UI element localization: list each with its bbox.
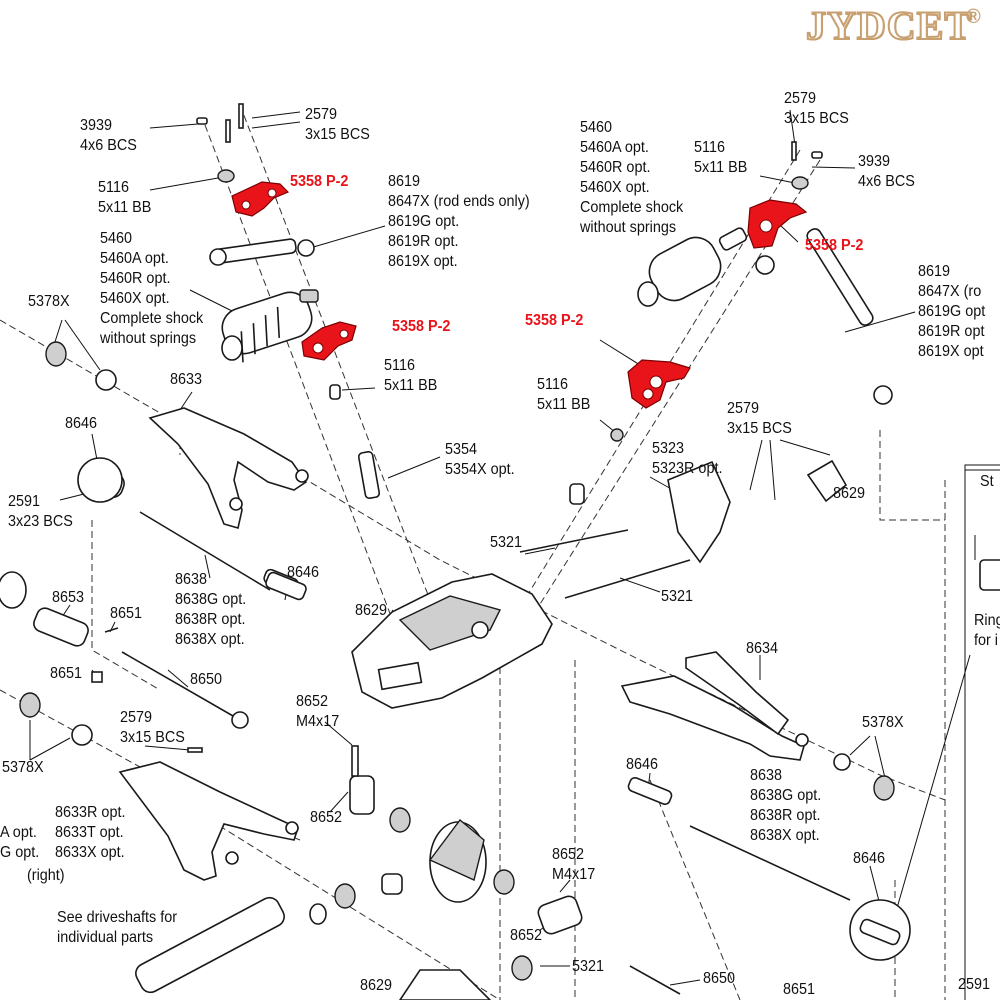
- callout-5378x-left-bottom: 5378X: [2, 759, 44, 776]
- callout-8634: 8634: [746, 640, 779, 657]
- callout-8619-left: 8619 8647X (rod ends only) 8619G opt. 86…: [388, 173, 530, 270]
- callout-5354: 5354 5354X opt.: [445, 441, 515, 478]
- center-gearbox: [351, 450, 848, 709]
- callout-driveshafts-note: See driveshafts for individual parts: [57, 909, 178, 946]
- callout-5116-left-bottom: 5116 5x11 BB: [384, 357, 438, 394]
- callout-8652-right: 8652: [510, 927, 543, 944]
- callout-3939-left: 3939 4x6 BCS: [80, 117, 137, 154]
- callout-8650-right: 8650: [703, 970, 736, 987]
- callout-right-note: (right): [27, 867, 65, 884]
- left-shock-assembly: [196, 103, 341, 400]
- callout-8652-m4x17-left: 8652 M4x17: [296, 693, 340, 730]
- callout-8651-right: 8651: [783, 981, 816, 998]
- callout-8633: 8633: [170, 371, 203, 388]
- callout-5358-p2-right-top: 5358 P-2: [805, 237, 864, 254]
- callout-5460-left: 5460 5460A opt. 5460R opt. 5460X opt. Co…: [100, 230, 204, 347]
- callout-8651-upper: 8651: [110, 605, 143, 622]
- right-shock-assembly: [610, 141, 893, 442]
- registered-mark: ®: [966, 6, 981, 28]
- callout-2591-right: 2591: [958, 976, 991, 993]
- callout-8619-right: 8619 8647X (ro 8619G opt 8619R opt 8619X…: [918, 263, 986, 360]
- differential-parts: [135, 745, 681, 1000]
- callout-2579-right-mid: 2579 3x15 BCS: [727, 400, 792, 437]
- callout-5358-p2-left-bottom: 5358 P-2: [392, 318, 451, 335]
- callout-8651-lower: 8651: [50, 665, 83, 682]
- callout-3939-right: 3939 4x6 BCS: [858, 153, 915, 190]
- inset-note-partial: Ring for i: [974, 612, 1000, 649]
- callout-8646-right-bottom: 8646: [853, 850, 886, 867]
- lower-right-arm: [620, 651, 911, 961]
- callout-2579-left: 2579 3x15 BCS: [305, 106, 370, 143]
- callout-8646-left-mid: 8646: [287, 564, 320, 581]
- callout-8646-left-top: 8646: [65, 415, 98, 432]
- callout-5321-upper: 5321: [490, 534, 523, 551]
- callout-8638-right: 8638 8638G opt. 8638R opt. 8638X opt.: [750, 767, 822, 844]
- callout-8633-options: 8633R opt. 8633T opt. 8633X opt.: [55, 804, 126, 861]
- callout-8650-left: 8650: [190, 671, 223, 688]
- callout-8629-center: 8629: [355, 602, 388, 619]
- callout-8629-bottom: 8629: [360, 977, 393, 994]
- callout-2591-left: 2591 3x23 BCS: [8, 493, 73, 530]
- callout-5116-right-bottom: 5116 5x11 BB: [537, 376, 591, 413]
- callout-8652-m4x17-right: 8652 M4x17: [552, 846, 596, 883]
- callout-2579-right-top: 2579 3x15 BCS: [784, 90, 849, 127]
- upper-left-arm: [148, 407, 309, 530]
- lower-left-arm: [118, 761, 299, 881]
- callout-5358-p2-right-bottom: 5358 P-2: [525, 312, 584, 329]
- callout-8629-right: 8629: [833, 485, 866, 502]
- callout-5378x-right: 5378X: [862, 714, 904, 731]
- callout-8652-left: 8652: [310, 809, 343, 826]
- callout-5460-right: 5460 5460A opt. 5460R opt. 5460X opt. Co…: [580, 119, 684, 236]
- callout-arm-options-partial: A opt. G opt.: [0, 824, 40, 861]
- callout-5323: 5323 5323R opt.: [652, 440, 723, 477]
- callout-8638-left: 8638 8638G opt. 8638R opt. 8638X opt.: [175, 571, 247, 648]
- callout-5321-right: 5321: [661, 588, 694, 605]
- callout-5116-left-top: 5116 5x11 BB: [98, 179, 152, 216]
- callout-5321-bottom: 5321: [572, 958, 605, 975]
- inset-heading-partial: St: [980, 473, 994, 490]
- inset-panel: [964, 469, 1000, 1000]
- callout-5358-p2-left-top: 5358 P-2: [290, 173, 349, 190]
- callout-8646-right-mid: 8646: [626, 756, 659, 773]
- callout-8653: 8653: [52, 589, 85, 606]
- callout-5116-right-top: 5116 5x11 BB: [694, 139, 748, 176]
- brand-watermark: JYDCET: [805, 2, 973, 49]
- callout-2579-left-lower: 2579 3x15 BCS: [120, 709, 185, 746]
- callout-5378x-left-top: 5378X: [28, 293, 70, 310]
- left-suspension-parts: [0, 341, 307, 753]
- highlighted-parts: [231, 181, 808, 409]
